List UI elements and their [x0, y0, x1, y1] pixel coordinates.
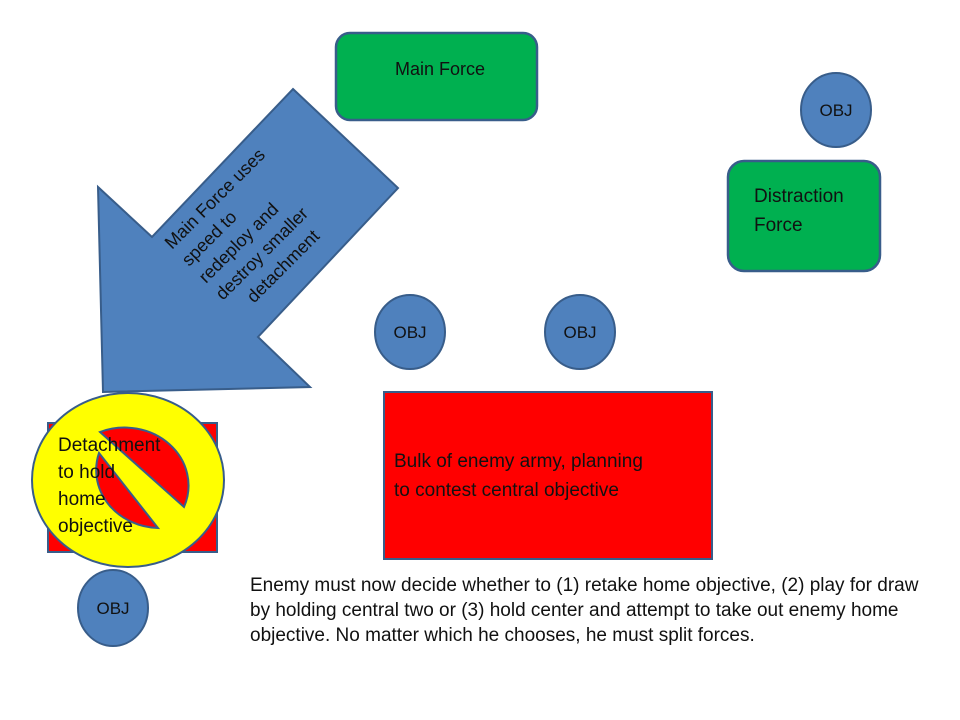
objective-label: OBJ [563, 323, 596, 342]
redeploy-arrow: Main Force uses speed to redeploy and de… [96, 87, 400, 394]
detachment-text-1: Detachment [58, 435, 161, 456]
distraction-force-label-1: Distraction [754, 186, 844, 207]
detachment-text-4: objective [58, 516, 133, 537]
detachment-text-2: to hold [58, 462, 115, 483]
objective-label: OBJ [393, 323, 426, 342]
objective-center-right: OBJ [544, 294, 616, 370]
distraction-force-box: Distraction Force [726, 159, 882, 273]
prohibited-icon [31, 392, 225, 568]
enemy-bulk-text-1: Bulk of enemy army, planning [394, 451, 643, 472]
detachment-text-3: home [58, 489, 106, 510]
objective-label: OBJ [96, 599, 129, 618]
main-force-box: Main Force [334, 31, 539, 122]
objective-label: OBJ [819, 101, 852, 120]
objective-center-left: OBJ [374, 294, 446, 370]
distraction-force-label-2: Force [754, 215, 803, 236]
enemy-bulk-text-2: to contest central objective [394, 480, 619, 501]
main-force-label: Main Force [395, 59, 485, 79]
objective-home: OBJ [77, 569, 149, 647]
analysis-note: Enemy must now decide whether to (1) ret… [250, 575, 919, 646]
objective-top-right: OBJ [800, 72, 872, 148]
detachment-text: Detachment to hold home objective [58, 435, 161, 537]
enemy-bulk-box: Bulk of enemy army, planning to contest … [383, 391, 713, 560]
